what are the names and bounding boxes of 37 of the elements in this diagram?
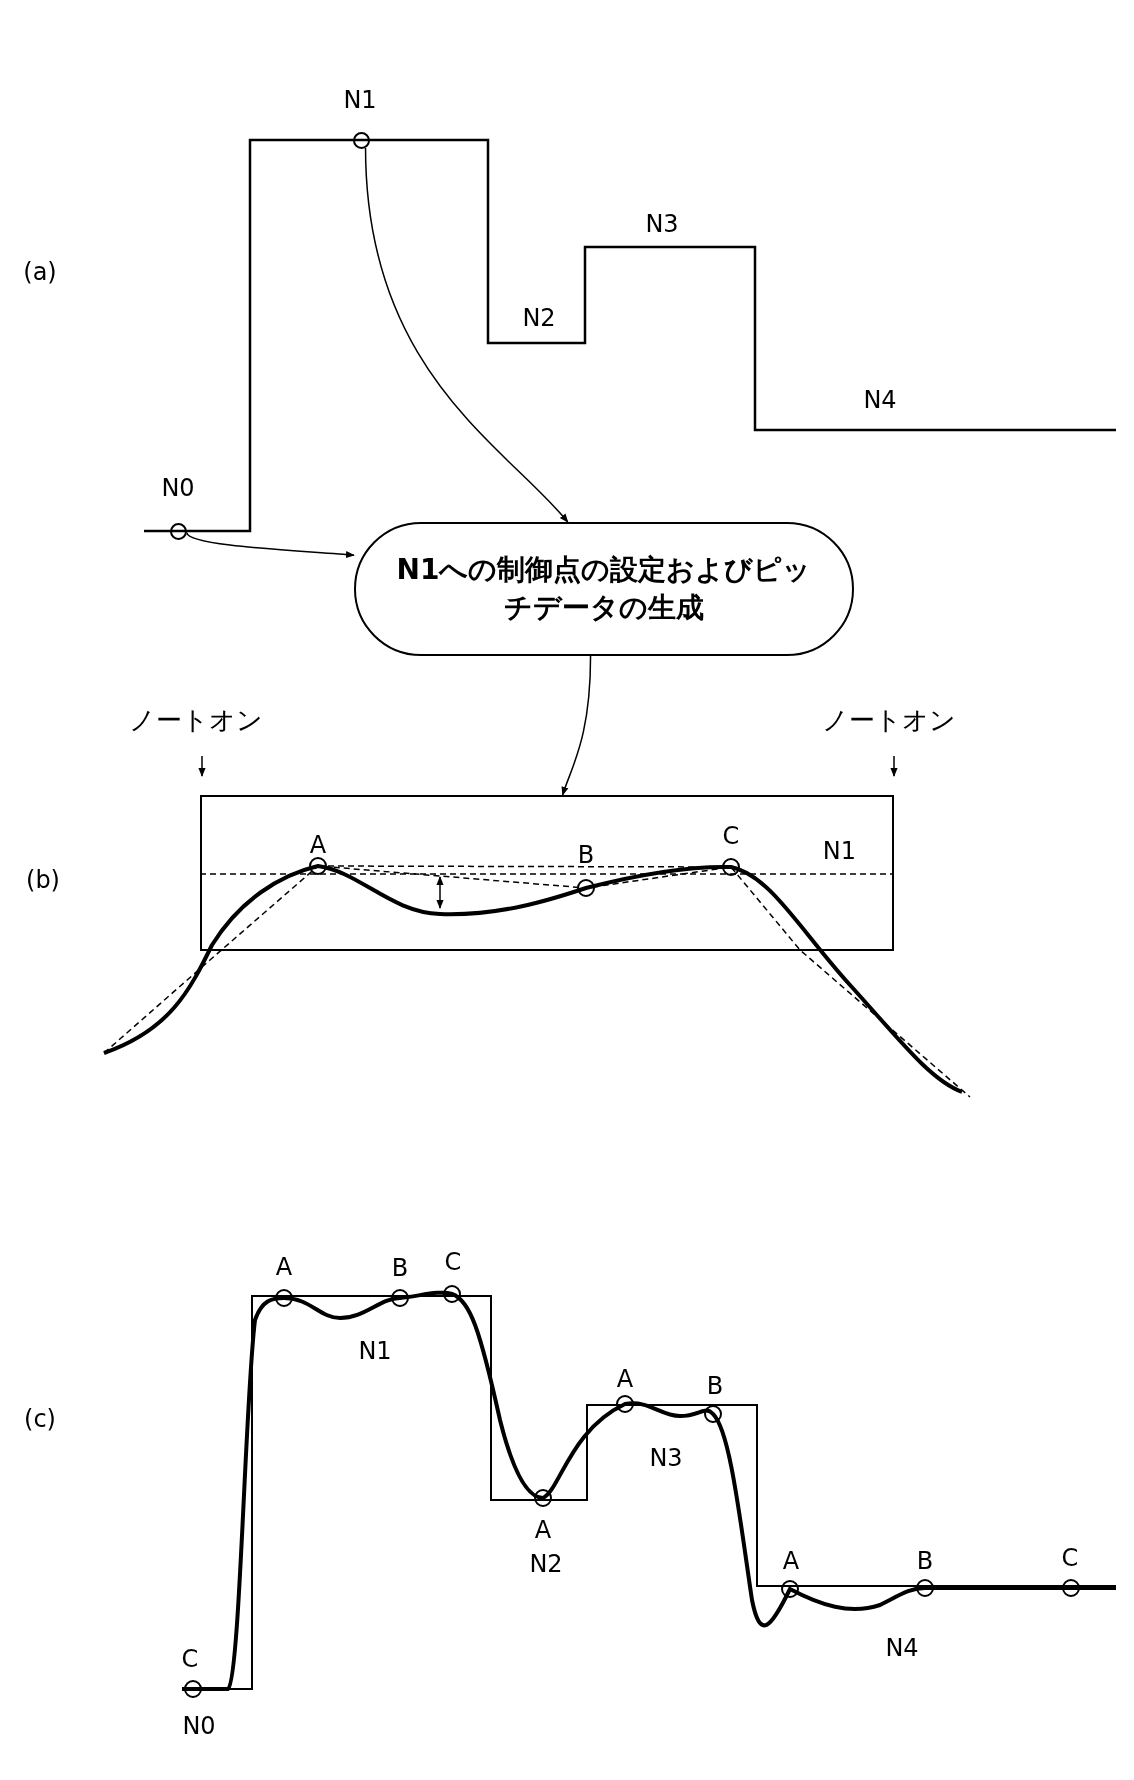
point-label: N3 [645,210,679,238]
point-label: A [534,1516,552,1544]
control-point [353,132,370,149]
point-label: C [181,1645,199,1673]
note-on-label: ノートオン [822,703,956,737]
process-text: N1への制御点の設定およびピッチデータの生成 [396,552,812,626]
note-box [200,795,894,951]
point-label: N2 [522,304,556,332]
point-label: A [616,1365,634,1393]
point-label: N4 [885,1634,919,1662]
arrow [561,655,592,796]
note-label: N1 [822,837,856,865]
point-label: B [706,1372,724,1400]
point-label: C [722,822,740,850]
process-box [354,522,854,656]
point-label: B [577,841,595,869]
point-label: A [782,1547,800,1575]
point-label: N3 [649,1444,683,1472]
panel-label: (b) [26,866,60,894]
control-point [170,523,187,540]
point-label: A [309,831,327,859]
point-label: B [916,1547,934,1575]
arrow [186,531,355,559]
point-label: B [391,1254,409,1282]
point-label: N1 [358,1337,392,1365]
point-label: A [275,1253,293,1281]
panel-label: (c) [24,1405,56,1433]
point-label: C [1061,1544,1079,1572]
point-label: N0 [161,474,195,502]
point-label: N0 [182,1712,216,1740]
note-on-label: ノートオン [129,703,263,737]
point-label: N1 [343,86,377,114]
point-label: N2 [529,1550,563,1578]
panel-label: (a) [23,258,57,286]
arrow [364,147,569,523]
point-label: N4 [863,386,897,414]
point-label: C [444,1248,462,1276]
